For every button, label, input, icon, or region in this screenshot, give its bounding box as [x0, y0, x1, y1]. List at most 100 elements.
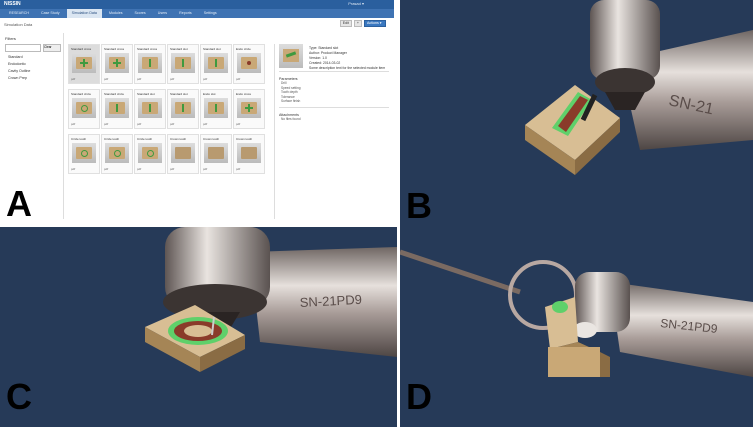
card-title: Standard circle — [104, 92, 125, 96]
card-title: Standard slot — [170, 92, 188, 96]
card-title: Crown tooth — [170, 137, 187, 141]
card-title: Standard circle — [71, 92, 92, 96]
card-title: Endo slot — [203, 92, 216, 96]
parameter-item: Speed setting — [281, 85, 301, 90]
add-button[interactable]: + — [353, 20, 362, 27]
attachment-item: No files found — [281, 116, 301, 121]
handpiece-arm — [610, 282, 753, 377]
tab-4[interactable]: Scores — [134, 11, 146, 15]
module-card[interactable]: Endo cross pdf — [233, 89, 265, 129]
module-card[interactable]: Standard circle pdf — [101, 89, 133, 129]
card-footer: pdf — [71, 122, 76, 126]
module-card[interactable]: Standard slot pdf — [167, 44, 199, 84]
card-thumbnail — [237, 143, 261, 163]
card-footer: pdf — [236, 122, 241, 126]
detail-info-line: Some description text for the selected m… — [309, 66, 386, 70]
card-thumbnail — [105, 53, 129, 73]
card-footer: pdf — [104, 167, 109, 171]
card-footer: pdf — [170, 77, 175, 81]
tab-1[interactable]: Case Study — [40, 11, 60, 15]
edit-button[interactable]: Edit — [339, 20, 352, 27]
app-logo: NISSIN — [4, 1, 21, 7]
card-footer: pdf — [71, 77, 76, 81]
card-footer: pdf — [71, 167, 76, 171]
filter-item[interactable]: Crown Prep — [8, 76, 27, 80]
app-header: NISSIN Prasad ▾ — [0, 0, 394, 9]
detail-info-line: Type: Standard slot — [309, 46, 339, 50]
module-card[interactable]: Circle tooth pdf — [101, 134, 133, 174]
attachments-list: No files found — [281, 117, 389, 122]
card-footer: pdf — [236, 77, 241, 81]
panel-label-b: B — [406, 185, 432, 226]
card-footer: pdf — [104, 122, 109, 126]
tab-2[interactable]: Simulation Data — [66, 9, 102, 18]
filter-item[interactable]: Endodontic — [8, 62, 26, 66]
card-footer: pdf — [203, 77, 208, 81]
tab-0[interactable]: RESEARCH — [9, 11, 29, 15]
card-footer: pdf — [170, 122, 175, 126]
handpiece-head — [575, 272, 630, 332]
parameter-item: Surface finish — [281, 99, 301, 103]
module-card[interactable]: Circle tooth pdf — [68, 134, 100, 174]
handpiece-label: SN-21PD9 — [660, 316, 719, 336]
card-footer: pdf — [104, 77, 109, 81]
detail-thumbnail — [279, 44, 303, 68]
detail-info-line: Version: 1.0 — [309, 56, 327, 60]
card-title: Circle tooth — [71, 137, 87, 141]
panel-c-scene: SN-21PD9 C — [0, 227, 397, 427]
filter-item[interactable]: Cavity Outline — [8, 69, 31, 73]
parameter-item: Tooth depth — [281, 90, 298, 94]
card-title: Standard slot — [137, 92, 155, 96]
card-title: Endo cross — [236, 92, 252, 96]
card-thumbnail — [171, 98, 195, 118]
card-thumbnail — [237, 53, 261, 73]
card-thumbnail — [138, 53, 162, 73]
mirror-rod — [400, 249, 521, 295]
actions-button[interactable]: Actions ▾ — [364, 20, 386, 27]
card-thumbnail — [171, 143, 195, 163]
clear-button[interactable]: Clear — [43, 44, 61, 52]
module-card[interactable]: Endo circle pdf — [233, 44, 265, 84]
module-card[interactable]: Standard circle pdf — [68, 89, 100, 129]
tab-6[interactable]: Reports — [179, 11, 192, 15]
filter-search-input[interactable] — [5, 44, 41, 52]
parameter-item: Tolerance — [281, 94, 295, 99]
card-title: Circle tooth — [104, 137, 120, 141]
breadcrumb: Simulation Data — [4, 22, 33, 27]
panel-label-a: A — [6, 183, 32, 224]
card-title: Crown tooth — [203, 137, 220, 141]
filter-item[interactable]: Standard — [8, 55, 23, 59]
user-menu[interactable]: Prasad ▾ — [348, 1, 364, 6]
card-title: Endo circle — [236, 47, 251, 51]
module-card[interactable]: Standard cross pdf — [134, 44, 166, 84]
card-footer: pdf — [137, 167, 142, 171]
card-title: Standard slot — [170, 47, 188, 51]
tab-3[interactable]: Modules — [108, 11, 123, 15]
card-footer: pdf — [203, 167, 208, 171]
detail-info-line: Author: Product Manager — [309, 51, 347, 55]
card-footer: pdf — [137, 77, 142, 81]
tab-5[interactable]: Users — [157, 11, 168, 15]
detail-info-line: Created: 2014-03-02 — [309, 61, 341, 65]
card-thumbnail — [138, 143, 162, 163]
panel-b-scene: SN-21 B — [400, 0, 753, 227]
module-card[interactable]: Crown tooth pdf — [200, 134, 232, 174]
tab-7[interactable]: Settings — [203, 11, 217, 15]
module-card[interactable]: Standard slot pdf — [167, 89, 199, 129]
card-thumbnail — [237, 98, 261, 118]
card-title: Standard cross — [137, 47, 158, 51]
toolbar: Edit + Actions ▾ — [339, 20, 386, 27]
